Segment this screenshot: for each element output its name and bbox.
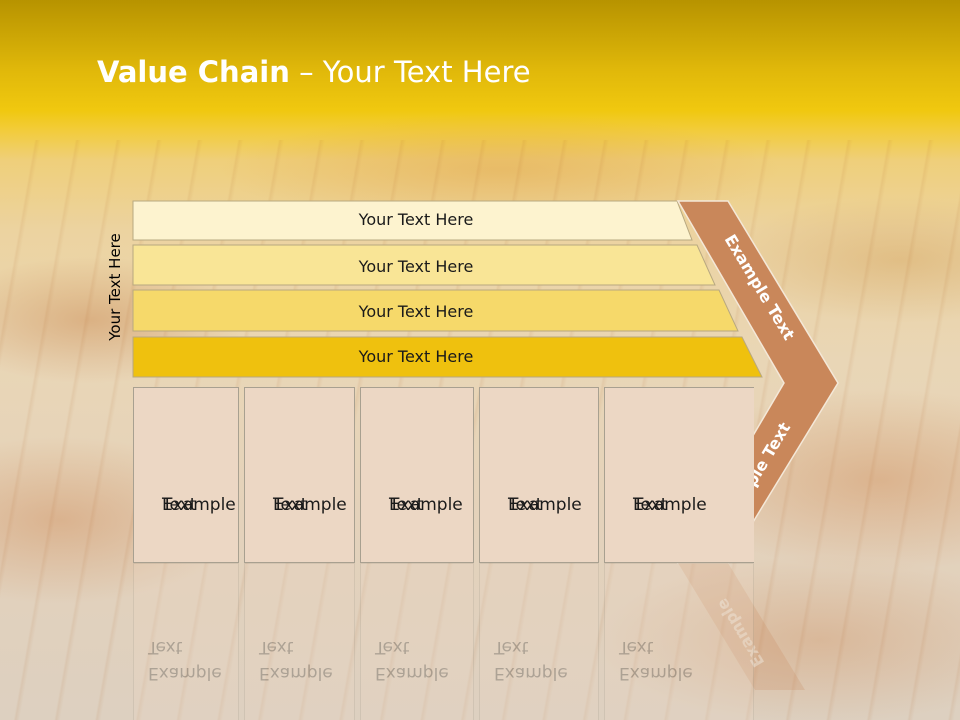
band-1 [132,200,693,241]
band-2-label: Your Text Here [358,257,474,276]
chevron-arrow [676,200,839,564]
band-2 [132,244,716,286]
box-1-line1: Example [162,495,236,515]
slide-title: Value Chain – Your Text Here [97,55,531,89]
band-1-label: Your Text Here [358,210,474,229]
band-4-label: Your Text Here [358,347,474,366]
title-bold: Value Chain [97,55,290,89]
box-3-line2: Text [389,495,424,515]
band-4 [132,336,763,378]
title-rest: – Your Text Here [289,55,531,89]
box-2-line2: Text [273,495,308,515]
box-1-line2: Text [162,495,197,515]
box-4-line2: Text [508,495,543,515]
box-5-line1: Example [633,495,707,515]
box-4-line1: Example [508,495,582,515]
box-5-line2: Text [633,495,668,515]
band-3-label: Your Text Here [358,302,474,321]
box-2-line1: Example [273,495,347,515]
box-3-line1: Example [389,495,463,515]
band-3 [132,289,739,332]
